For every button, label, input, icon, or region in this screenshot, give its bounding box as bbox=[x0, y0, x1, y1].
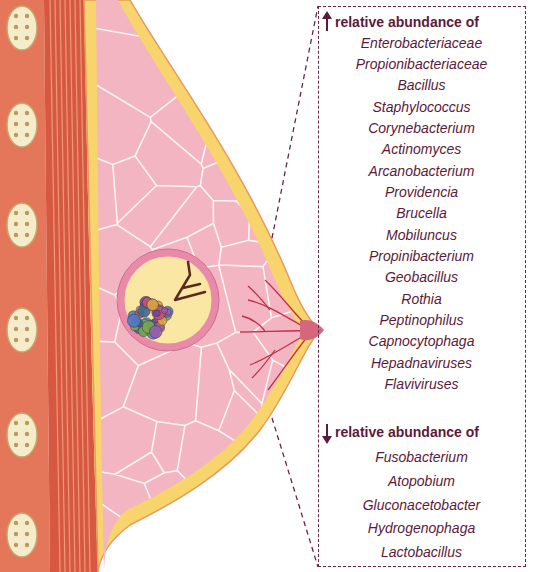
taxon-name: Peptinophilus bbox=[379, 311, 463, 329]
trend-arrows bbox=[322, 11, 332, 444]
bone-dot bbox=[14, 543, 18, 547]
taxon-name: Rothia bbox=[401, 290, 441, 308]
bone-dot bbox=[25, 327, 29, 331]
tumor-cell bbox=[127, 314, 140, 327]
taxon-name: Corynebacterium bbox=[368, 119, 475, 137]
taxon-name: Capnocytophaga bbox=[369, 332, 475, 350]
bone-dot bbox=[14, 532, 18, 536]
rib bbox=[7, 308, 37, 352]
rib-bone bbox=[7, 308, 37, 352]
bone-dot bbox=[25, 25, 29, 29]
taxon-name: Hydrogenophaga bbox=[368, 519, 475, 537]
muscle-striation bbox=[75, 0, 85, 572]
rib bbox=[7, 103, 37, 147]
bone-dot bbox=[14, 316, 18, 320]
lobule-outline bbox=[90, 0, 330, 572]
bone-dot bbox=[14, 233, 18, 237]
glandular-tissue bbox=[96, 0, 304, 572]
bone-dot bbox=[14, 36, 18, 40]
tumor bbox=[117, 249, 219, 351]
bone-dot bbox=[25, 543, 29, 547]
group-heading: relative abundance of bbox=[335, 13, 479, 31]
taxa-box: relative abundance of EnterobacteriaceaeP… bbox=[318, 6, 526, 567]
bone-dot bbox=[14, 421, 18, 425]
bone-dot bbox=[25, 222, 29, 226]
bone-dot bbox=[14, 443, 18, 447]
muscle-striation bbox=[60, 0, 70, 572]
bone-dot bbox=[25, 443, 29, 447]
chest-wall bbox=[0, 0, 98, 572]
bone-dot bbox=[14, 14, 18, 18]
taxon-name: Enterobacteriaceae bbox=[361, 34, 482, 52]
rib-bone bbox=[7, 413, 37, 457]
muscle-striation bbox=[70, 0, 80, 572]
taxon-name: Hepadnaviruses bbox=[371, 354, 472, 372]
rib-bone bbox=[7, 6, 37, 50]
bone-dot bbox=[14, 432, 18, 436]
bone-dot bbox=[25, 211, 29, 215]
taxon-name: Brucella bbox=[396, 204, 447, 222]
bone-dot bbox=[25, 111, 29, 115]
taxon-name: Flaviviruses bbox=[385, 375, 459, 393]
rib-bone bbox=[7, 203, 37, 247]
bone-dot bbox=[14, 122, 18, 126]
taxon-name: Gluconacetobacter bbox=[363, 496, 481, 514]
rib bbox=[7, 413, 37, 457]
bone-dot bbox=[25, 133, 29, 137]
taxon-name: Atopobium bbox=[388, 472, 455, 490]
muscle-striation bbox=[65, 0, 75, 572]
bone-dot bbox=[25, 122, 29, 126]
bone-dot bbox=[25, 532, 29, 536]
taxon-name: Staphylococcus bbox=[372, 98, 470, 116]
bone-dot bbox=[14, 211, 18, 215]
rib bbox=[7, 203, 37, 247]
taxon-name: Mobiluncus bbox=[386, 226, 457, 244]
bone-dot bbox=[25, 432, 29, 436]
rib bbox=[7, 513, 37, 557]
bone-dot bbox=[25, 338, 29, 342]
taxon-name: Lactobacillus bbox=[381, 543, 462, 561]
bone-dot bbox=[25, 14, 29, 18]
bone-dot bbox=[14, 222, 18, 226]
bone-dot bbox=[14, 25, 18, 29]
lobules bbox=[90, 0, 330, 572]
bone-dot bbox=[14, 327, 18, 331]
taxon-name: Bacillus bbox=[397, 76, 445, 94]
bone-dot bbox=[25, 521, 29, 525]
taxon-name: Fusobacterium bbox=[375, 448, 468, 466]
bone-dot bbox=[25, 421, 29, 425]
rib-bone bbox=[7, 513, 37, 557]
bone-dot bbox=[25, 316, 29, 320]
tumor-cell bbox=[149, 326, 162, 339]
taxon-name: Propionibacteriaceae bbox=[356, 55, 488, 73]
bone-dot bbox=[25, 233, 29, 237]
bone-dot bbox=[25, 36, 29, 40]
taxon-name: Geobacillus bbox=[385, 268, 458, 286]
tumor-cell bbox=[147, 299, 159, 311]
tumor-cell bbox=[161, 308, 167, 314]
taxon-name: Arcanobacterium bbox=[369, 162, 475, 180]
leader-lines bbox=[272, 6, 318, 567]
taxon-name: Actinomyces bbox=[382, 140, 461, 158]
rib bbox=[7, 6, 37, 50]
muscle-striation bbox=[55, 0, 65, 572]
bone-dot bbox=[14, 111, 18, 115]
bone-dot bbox=[14, 133, 18, 137]
rib-bone bbox=[7, 103, 37, 147]
nipple bbox=[300, 320, 324, 340]
tumor-cell bbox=[153, 310, 160, 317]
muscle-striation bbox=[50, 0, 60, 572]
bone-dot bbox=[14, 521, 18, 525]
group-heading: relative abundance of bbox=[335, 423, 479, 441]
bone-dot bbox=[14, 338, 18, 342]
fat-layer bbox=[84, 0, 320, 572]
taxon-name: Providencia bbox=[385, 183, 458, 201]
taxon-name: Propinibacterium bbox=[369, 247, 474, 265]
